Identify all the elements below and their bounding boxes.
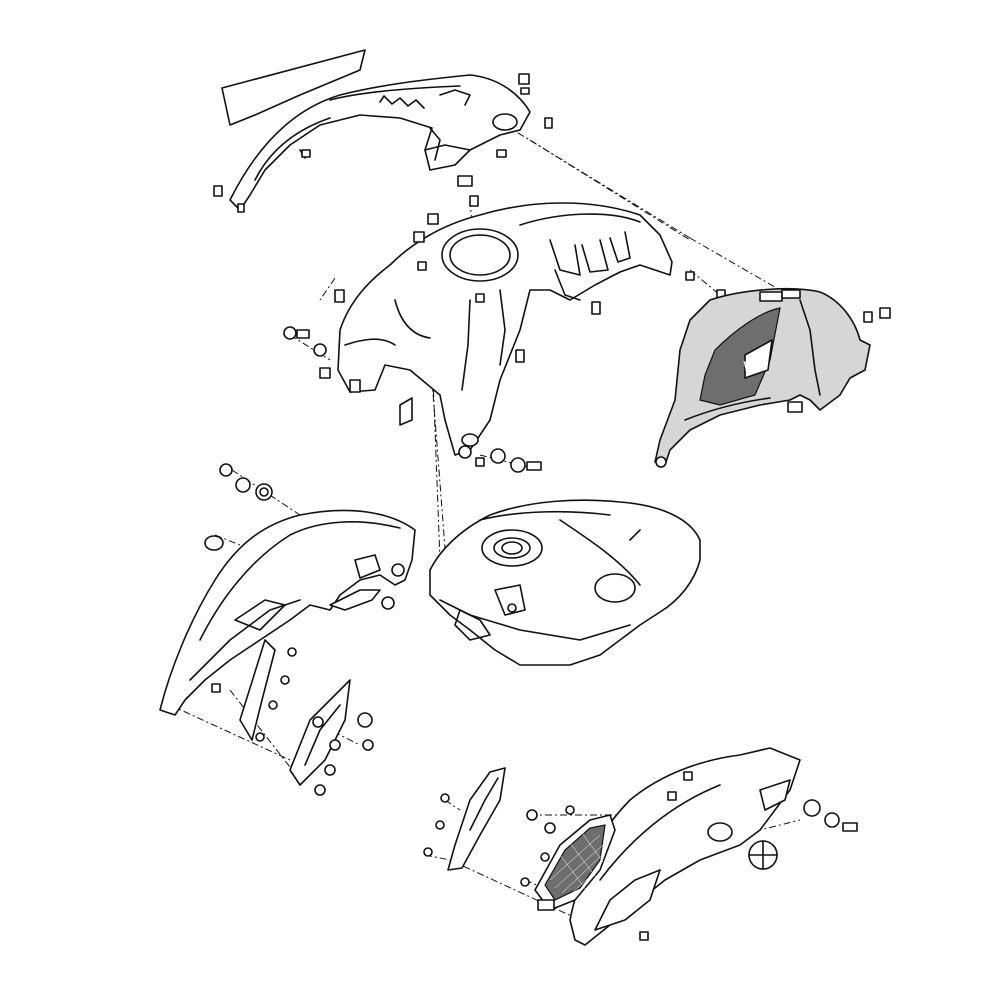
lower-grille-cover [534, 814, 616, 911]
left-side-fasteners [219, 463, 297, 742]
upper-cover-fasteners [213, 73, 553, 213]
right-side-shroud: V [654, 287, 891, 468]
decal-text: V [742, 359, 754, 376]
grille-mesh [549, 832, 604, 896]
lower-small-panel [423, 767, 575, 887]
upper-rear-cover [221, 49, 531, 211]
left-small-cover [239, 639, 374, 796]
fuel-tank [429, 499, 701, 666]
left-side-inner-shroud [159, 509, 416, 716]
lower-right-cover [569, 747, 858, 946]
upper-tank-cover-fasteners [283, 213, 726, 473]
assembly-leader-lines [169, 124, 801, 921]
upper-tank-cover [337, 202, 673, 456]
